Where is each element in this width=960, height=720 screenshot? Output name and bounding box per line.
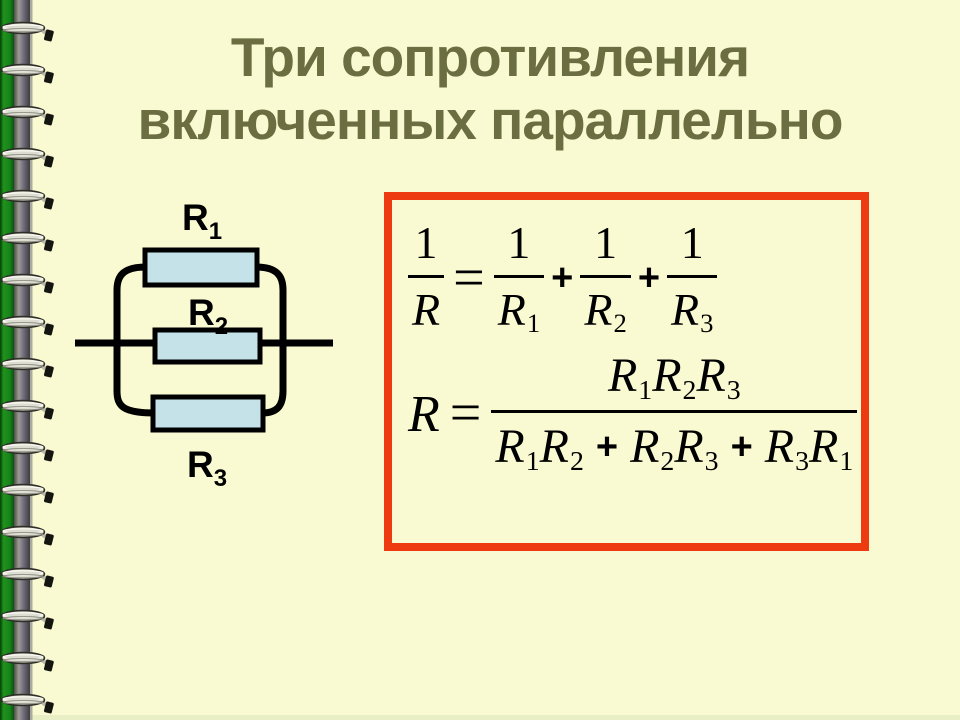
plus-sign: +: [637, 257, 661, 299]
fraction-numerator: 1: [507, 217, 531, 268]
right-branch-wire: [255, 263, 287, 417]
title-line-1: Три сопротивления: [230, 26, 750, 88]
resistor-r3: [150, 394, 266, 433]
resistor-label-r1: R1: [182, 197, 222, 245]
fraction-bar: [408, 275, 445, 278]
spiral-binding: [0, 0, 57, 720]
fraction-bar: [667, 275, 718, 278]
resistance-symbol: R: [408, 385, 440, 443]
plus-sign: +: [730, 426, 753, 468]
resistor-r1: [142, 247, 260, 288]
formula-box: 1 R = 1 R1 + 1 R2 + 1 R3 R = R1R2R3: [384, 192, 869, 551]
fraction-numerator: 1: [414, 217, 438, 268]
plus-sign: +: [595, 426, 619, 468]
fraction-denominator: R2: [584, 284, 627, 339]
fraction-denominator: R1R2+R2R3+R3R1: [495, 420, 854, 477]
fraction-1-over-R1: 1 R1: [493, 214, 545, 349]
big-fraction: R1R2R3 R1R2+R2R3+R3R1: [491, 338, 858, 495]
title-line-2: включенных параллельно: [137, 89, 844, 151]
equals-sign: =: [449, 381, 482, 444]
product-over-pairsum-formula: R = R1R2R3 R1R2+R2R3+R3R1: [408, 338, 858, 495]
resistor-label-r3: R3: [187, 444, 227, 492]
resistor-label-r2: R2: [188, 292, 228, 340]
fraction-numerator: 1: [594, 217, 618, 268]
fraction-1-over-R: 1 R: [408, 214, 445, 349]
reciprocal-sum-formula: 1 R = 1 R1 + 1 R2 + 1 R3: [408, 214, 718, 349]
fraction-1-over-R2: 1 R2: [580, 214, 631, 349]
plus-sign: +: [551, 257, 574, 299]
fraction-denominator: R: [412, 284, 441, 335]
fraction-bar: [491, 410, 858, 413]
page-title: Три сопротивления включенных параллельно: [30, 26, 950, 152]
fraction-numerator: 1: [680, 217, 704, 268]
slide-bottom-edge: [0, 715, 960, 720]
fraction-numerator: R1R2R3: [607, 349, 741, 406]
equals-sign: =: [453, 246, 485, 309]
left-branch-wire: [113, 263, 155, 417]
fraction-1-over-R3: 1 R3: [667, 214, 718, 349]
fraction-bar: [493, 275, 545, 278]
fraction-bar: [580, 275, 631, 278]
circuit-diagram: R1 R2 R3: [75, 197, 333, 492]
fraction-denominator: R3: [671, 284, 714, 339]
fraction-denominator: R1: [497, 284, 541, 339]
resistor-r2: [152, 327, 263, 365]
